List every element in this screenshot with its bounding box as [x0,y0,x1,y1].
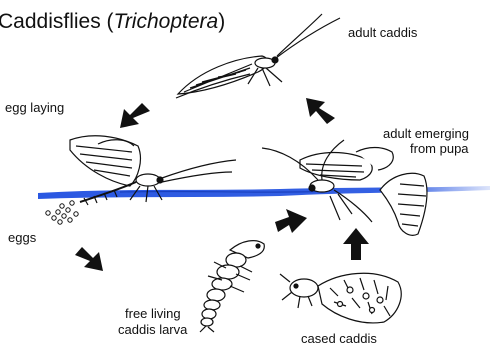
label-from-pupa: from pupa [410,141,469,156]
title-suffix: ) [218,10,225,33]
label-adult-emerging: adult emerging [383,126,469,141]
label-free-living: free living [125,306,181,321]
cased-caddis-drawing [280,273,401,323]
free-living-larva-drawing [200,241,264,332]
title-italic: Trichoptera [114,10,219,33]
label-adult-caddis: adult caddis [348,25,417,40]
arrow-larva-to-emergence [275,209,307,233]
title-prefix: Caddisflies ( [0,10,114,33]
arrow-adult-to-egg-laying [120,103,150,128]
diagram-title: Caddisflies (Trichoptera) [0,9,225,35]
arrow-eggs-to-larva [75,247,103,271]
label-eggs: eggs [8,230,36,245]
label-cased-caddis: cased caddis [301,331,377,343]
arrow-emergence-to-adult [306,98,335,124]
label-caddis-larva: caddis larva [118,322,187,337]
eggs-drawing [46,201,78,224]
arrow-cased-to-emergence [343,228,369,260]
label-egg-laying: egg laying [5,100,64,115]
